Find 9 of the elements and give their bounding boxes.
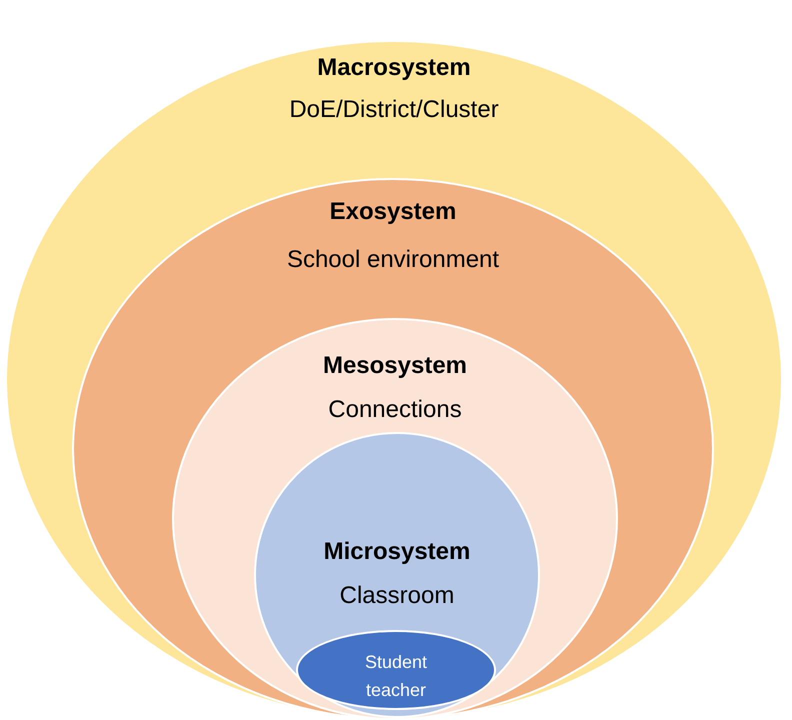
heading-text: Microsystem <box>324 538 470 566</box>
body-text: Connections <box>328 396 462 424</box>
node-label: Student teacher <box>364 651 428 702</box>
heading-text: Macrosystem <box>317 54 471 82</box>
heading-text: Mesosystem <box>322 352 468 380</box>
body-text: School environment <box>286 246 500 274</box>
heading-text: Exosystem <box>330 198 456 226</box>
body-text: Classroom <box>340 582 454 610</box>
body-text: DoE/District/Cluster <box>289 96 499 124</box>
